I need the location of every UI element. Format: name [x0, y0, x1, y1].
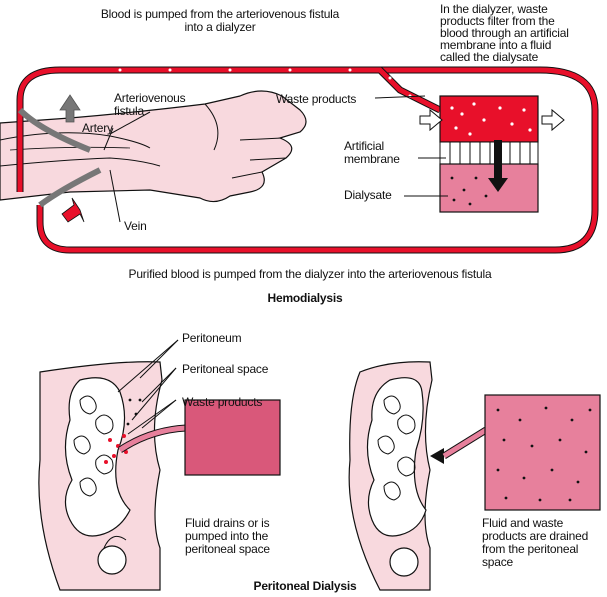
drain-arrow-icon: [430, 448, 444, 464]
peritoneum-label: Peritoneum: [182, 332, 241, 345]
fluid-bag-left: [185, 400, 280, 475]
arrow-in-dialyzer-icon: [420, 110, 442, 130]
arrow-out-dialyzer-icon: [542, 110, 564, 130]
right-caption-line: space: [482, 556, 606, 569]
fistula-label-line: fistula: [114, 105, 185, 118]
artificial-membrane-label: Artificial membrane: [344, 140, 400, 166]
dialyzer-caption: In the dialyzer, waste products filter f…: [440, 3, 569, 63]
top-caption-line: into a dialyzer: [90, 21, 350, 34]
membrane-label-line: membrane: [344, 153, 400, 166]
hemodialysis-title: Hemodialysis: [200, 292, 410, 305]
artery-label: Artery: [82, 122, 113, 135]
dialysate-compartment: [440, 164, 538, 212]
hemodialysis-bottom-caption: Purified blood is pumped from the dialyz…: [20, 268, 600, 281]
hemodialysis-top-caption: Blood is pumped from the arteriovenous f…: [90, 8, 350, 34]
peritoneal-title: Peritoneal Dialysis: [200, 580, 410, 593]
dialysate-label: Dialysate: [344, 189, 392, 202]
vein-label: Vein: [124, 220, 147, 233]
peritoneal-waste-products-label: Waste products: [182, 396, 262, 409]
waste-products-label: Waste products: [276, 93, 356, 106]
left-caption-line: peritoneal space: [185, 543, 270, 556]
right-bag-caption: Fluid and waste products are drained fro…: [482, 517, 606, 569]
dialyzer-caption-line: called the dialysate: [440, 51, 569, 63]
peritoneal-space-label: Peritoneal space: [182, 363, 268, 376]
dialyzer: [420, 96, 564, 212]
arrow-in-icon: [62, 198, 84, 222]
arteriovenous-fistula-label: Arteriovenous fistula: [114, 92, 185, 118]
dialyzer-blood-compartment: [440, 96, 538, 142]
fluid-bag-right: [485, 395, 600, 510]
artificial-membrane-shape: [440, 142, 538, 164]
left-bag-caption: Fluid drains or is pumped into the perit…: [185, 517, 270, 556]
